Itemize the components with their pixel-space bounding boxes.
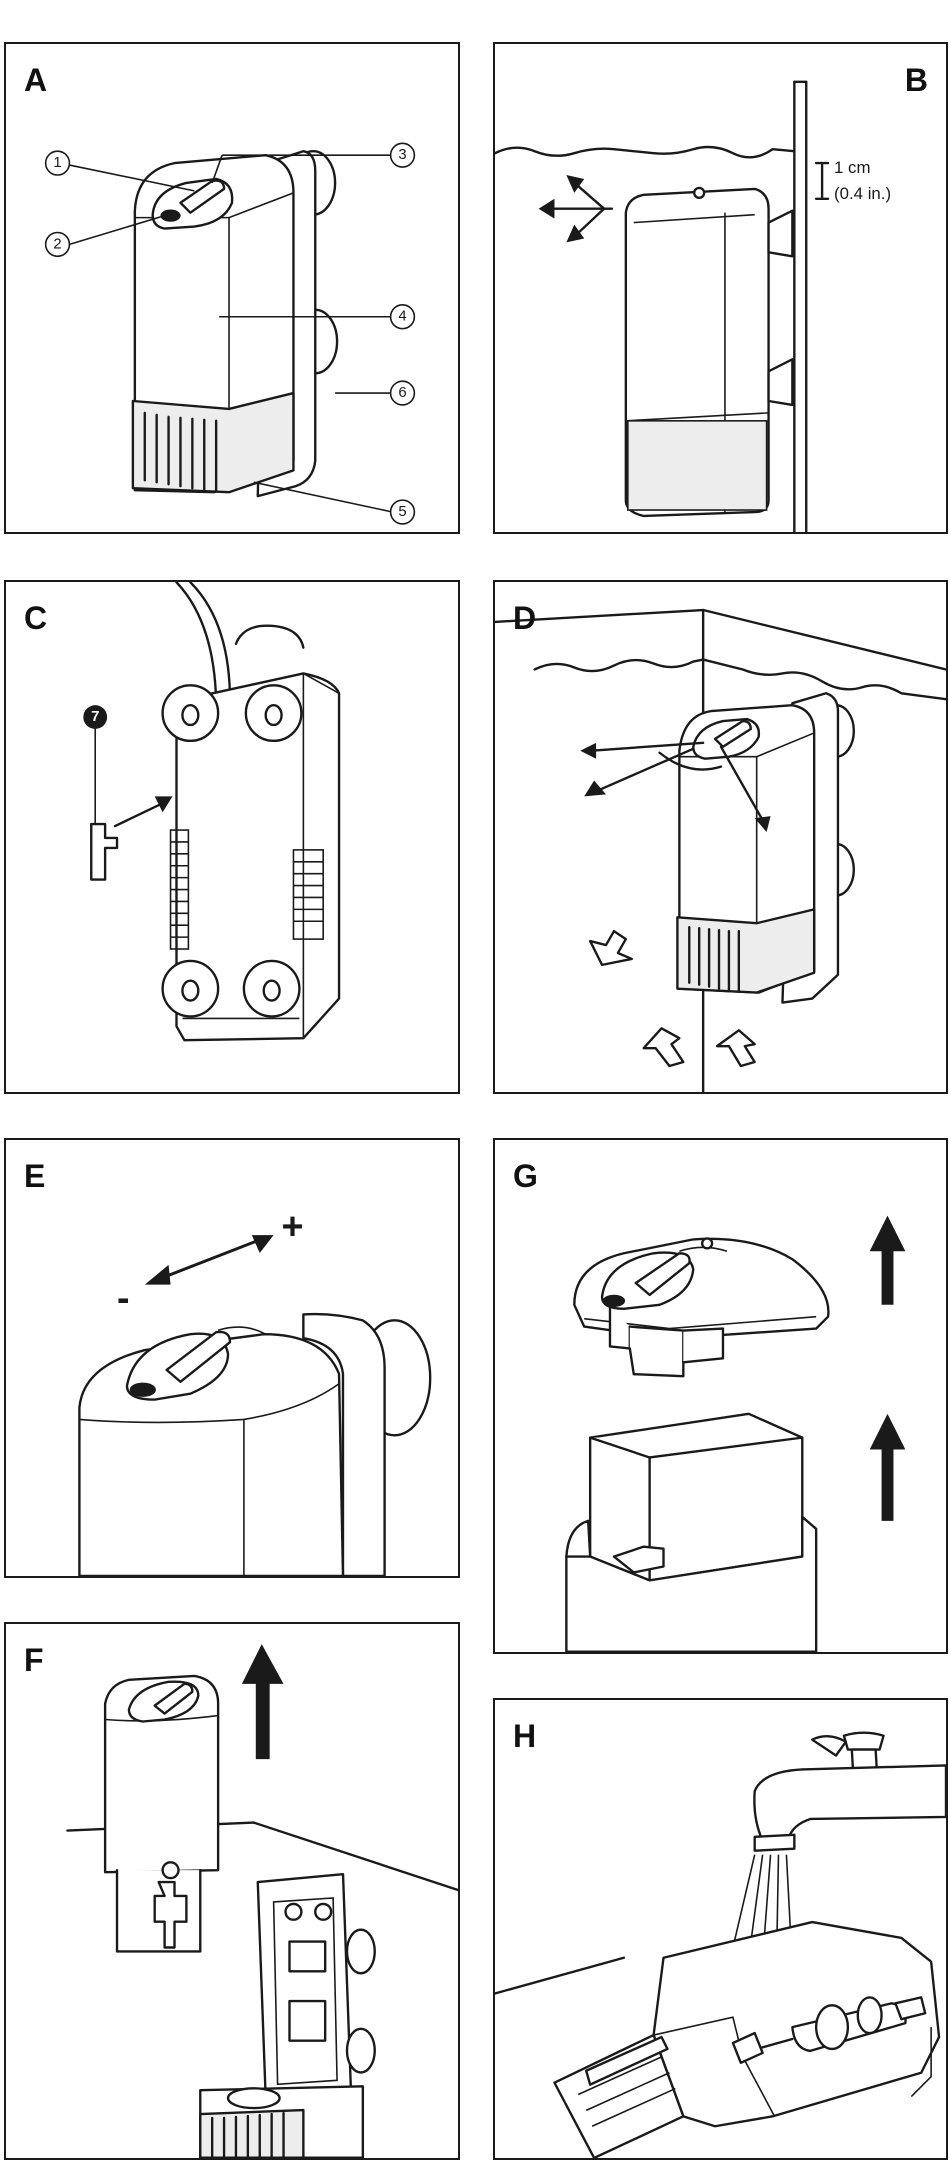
callout-5: 5 [398,504,406,520]
panel-label-a: A [24,62,47,99]
filter-overview-illustration: 1 2 3 4 5 6 [6,44,458,532]
panel-label-g: G [513,1158,538,1195]
callout-6: 6 [398,385,406,401]
measure-1cm: 1 cm [834,158,871,177]
increase-symbol: + [282,1205,304,1247]
panel-label-e: E [24,1158,45,1195]
remove-filter-illustration [6,1624,458,2158]
callout-4: 4 [398,309,406,325]
water-level-illustration: 1 cm (0.4 in.) [495,44,946,532]
panel-c: C [4,580,460,1094]
panel-g: G [493,1138,948,1654]
callout-3: 3 [398,147,406,163]
panel-label-h: H [513,1718,536,1755]
measure-04in: (0.4 in.) [834,184,891,203]
callout-2: 2 [53,236,61,252]
panel-label-d: D [513,600,536,637]
panel-label-c: C [24,600,47,637]
panel-label-b: B [905,62,928,99]
panel-a: A [4,42,460,534]
flow-adjust-illustration: + - [6,1140,458,1576]
panel-f: F [4,1622,460,2160]
decrease-symbol: - [117,1276,130,1318]
panel-d: D [493,580,948,1094]
rinse-parts-illustration [495,1700,946,2158]
callout-1: 1 [53,155,61,171]
rear-mount-illustration: 7 [6,582,458,1092]
panel-e: E + - [4,1138,460,1578]
open-filter-illustration [495,1140,946,1652]
callout-7: 7 [91,709,99,725]
panel-label-f: F [24,1642,44,1679]
panel-h: H [493,1698,948,2160]
corner-placement-illustration [495,582,946,1092]
panel-b: B 1 cm (0.4 in.) [493,42,948,534]
